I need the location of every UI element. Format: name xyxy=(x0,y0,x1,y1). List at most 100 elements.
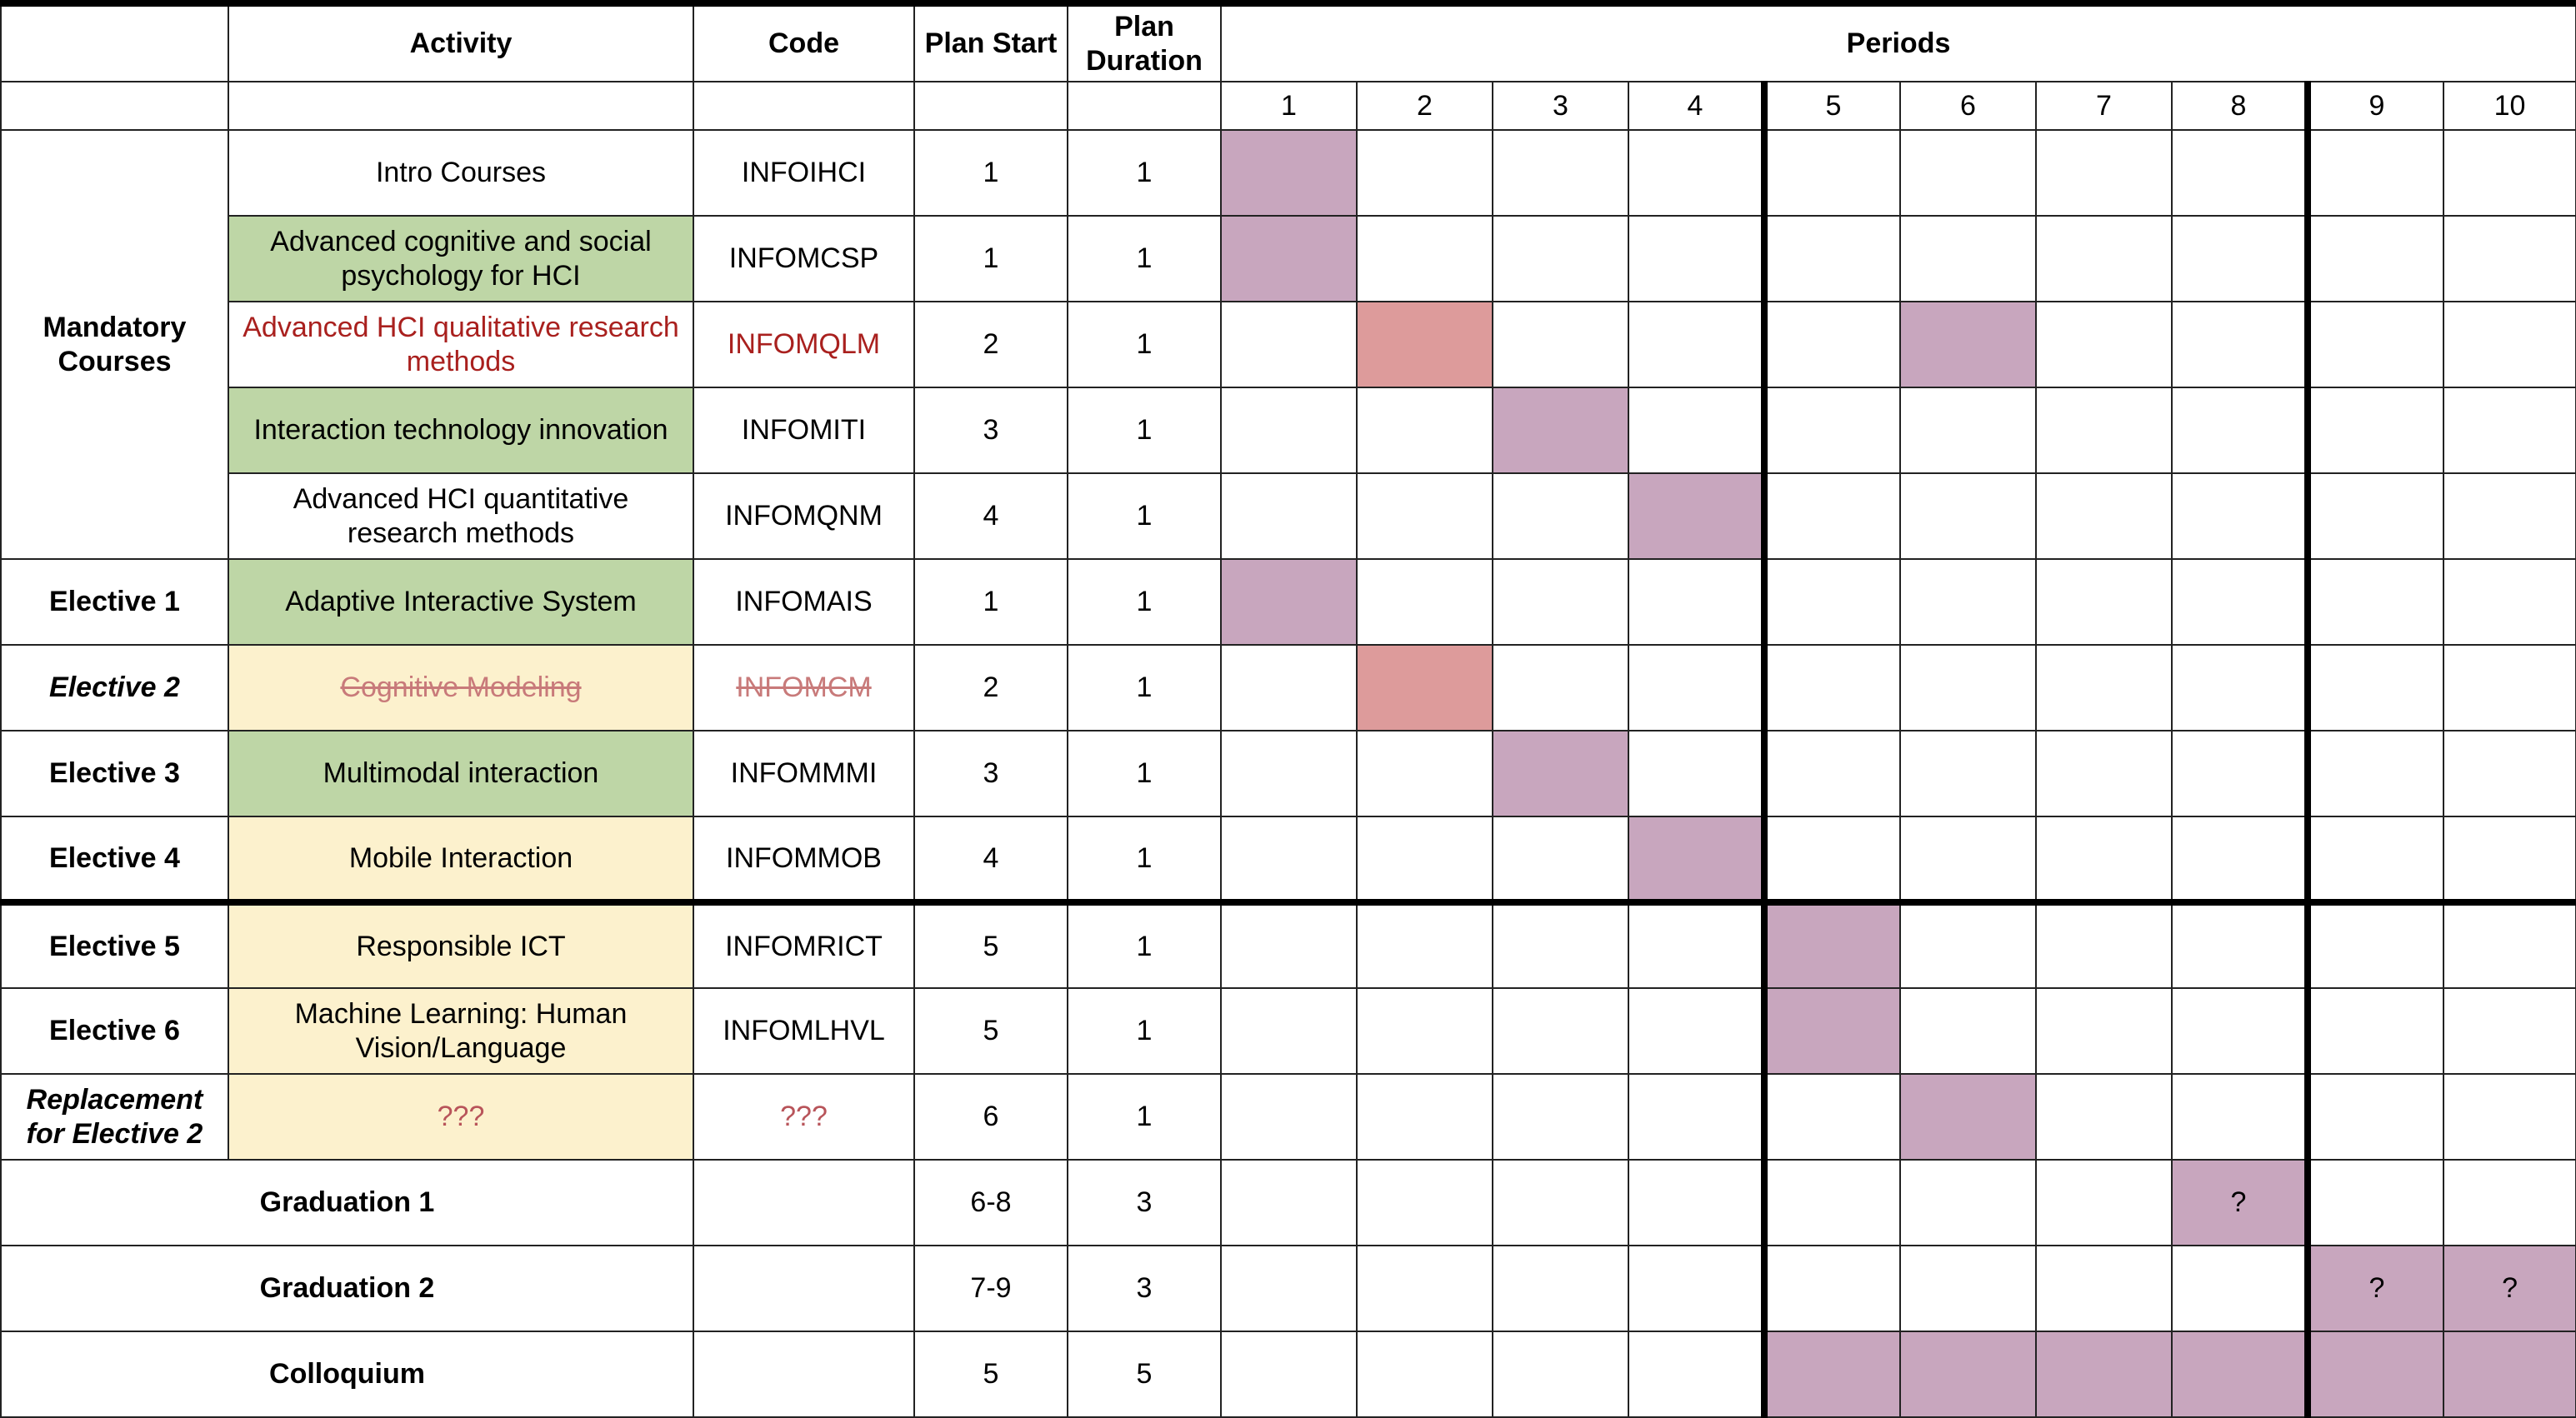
category-elective-2: Elective 2 xyxy=(0,644,229,731)
period-cell-tentative: ? xyxy=(2442,1245,2576,1332)
period-cell xyxy=(1761,644,1901,731)
period-cell-scheduled xyxy=(1761,987,1901,1075)
plan-start-cell: 7-9 xyxy=(913,1245,1068,1332)
plan-start-cell: 5 xyxy=(913,1331,1068,1418)
period-cell xyxy=(1899,730,2037,817)
header-activity: Activity xyxy=(228,0,694,82)
activity-cell: Machine Learning: Human Vision/Language xyxy=(228,987,694,1075)
plan-start-cell: 4 xyxy=(913,816,1068,903)
period-cell xyxy=(1492,215,1629,302)
plan-start-cell: 3 xyxy=(913,387,1068,474)
category-elective-5: Elective 5 xyxy=(0,899,229,989)
period-cell xyxy=(1628,1159,1765,1246)
period-cell xyxy=(2035,816,2173,903)
period-cell xyxy=(1220,816,1358,903)
period-cell xyxy=(1761,730,1901,817)
period-cell xyxy=(1492,301,1629,388)
period-cell xyxy=(1356,558,1493,646)
period-cell xyxy=(1356,1245,1493,1332)
period-cell xyxy=(1628,899,1765,989)
period-cell xyxy=(2035,301,2173,388)
header-periods: Periods xyxy=(1219,0,2576,82)
plan-start-cell: 6 xyxy=(913,1073,1068,1161)
period-number: 10 xyxy=(2442,81,2576,131)
period-cell xyxy=(2442,129,2576,217)
period-cell xyxy=(1899,816,2037,903)
code-cell: INFOMMOB xyxy=(693,816,915,903)
period-row-blank-1 xyxy=(0,81,229,131)
table-row: Interaction technology innovation INFOMI… xyxy=(1,387,2576,474)
plan-duration-cell: 1 xyxy=(1067,215,1222,302)
period-cell xyxy=(1220,1331,1358,1418)
period-cell xyxy=(2035,1245,2173,1332)
period-cell xyxy=(1356,129,1493,217)
period-cell xyxy=(1628,987,1765,1075)
activity-cell: Adaptive Interactive System xyxy=(228,558,694,646)
period-cell xyxy=(2304,558,2444,646)
period-cell xyxy=(1761,1245,1901,1332)
activity-cell: Advanced HCI quantitative research metho… xyxy=(228,472,694,560)
period-cell xyxy=(2304,1159,2444,1246)
category-elective-1: Elective 1 xyxy=(0,558,229,646)
period-cell xyxy=(2035,1073,2173,1161)
period-cell xyxy=(1899,387,2037,474)
period-cell xyxy=(2442,301,2576,388)
period-cell xyxy=(1492,987,1629,1075)
period-row-blank-5 xyxy=(1067,81,1222,131)
period-cell xyxy=(1628,1331,1765,1418)
period-cell xyxy=(2304,129,2444,217)
period-cell xyxy=(1899,472,2037,560)
period-number: 9 xyxy=(2304,81,2444,131)
header-plan-duration-line2: Duration xyxy=(1086,44,1203,77)
period-cell xyxy=(2171,558,2308,646)
period-cell xyxy=(2035,558,2173,646)
table-row: Advanced HCI quantitative research metho… xyxy=(1,472,2576,560)
plan-start-cell: 1 xyxy=(913,129,1068,217)
period-cell xyxy=(1492,816,1629,903)
plan-duration-cell: 1 xyxy=(1067,1073,1222,1161)
period-cell-scheduled xyxy=(1492,730,1629,817)
period-cell xyxy=(2035,730,2173,817)
period-cell-tentative: ? xyxy=(2304,1245,2444,1332)
period-cell-scheduled xyxy=(1899,1331,2037,1418)
activity-cell: Advanced HCI qualitative research method… xyxy=(228,301,694,388)
period-cell xyxy=(1899,987,2037,1075)
period-cell xyxy=(1899,1159,2037,1246)
period-cell xyxy=(2035,644,2173,731)
period-cell xyxy=(1899,644,2037,731)
period-cell xyxy=(1492,1245,1629,1332)
period-cell xyxy=(1492,1331,1629,1418)
period-cell xyxy=(1220,987,1358,1075)
period-row-blank-2 xyxy=(228,81,694,131)
period-cell-scheduled xyxy=(1628,816,1765,903)
code-cell: ??? xyxy=(693,1073,915,1161)
period-cell-scheduled xyxy=(2442,1331,2576,1418)
plan-duration-cell: 1 xyxy=(1067,387,1222,474)
activity-cell-colloquium: Colloquium xyxy=(0,1331,694,1418)
table-row: Elective 3 Multimodal interaction INFOMM… xyxy=(0,730,2576,817)
period-number-row: 1 2 3 4 5 6 7 8 9 10 xyxy=(0,81,2576,131)
table-row: Advanced HCI qualitative research method… xyxy=(1,301,2576,388)
category-label-line1: Mandatory xyxy=(43,312,187,344)
plan-start-cell: 5 xyxy=(913,987,1068,1075)
period-cell xyxy=(2171,301,2308,388)
activity-cell: Multimodal interaction xyxy=(228,730,694,817)
period-cell xyxy=(2304,730,2444,817)
category-elective-3: Elective 3 xyxy=(0,730,229,817)
code-cell: INFOMITI xyxy=(693,387,915,474)
period-number: 5 xyxy=(1761,81,1901,131)
period-cell xyxy=(1356,816,1493,903)
plan-duration-cell: 1 xyxy=(1067,644,1222,731)
period-cell xyxy=(2171,987,2308,1075)
activity-cell: Mobile Interaction xyxy=(228,816,694,903)
plan-start-cell: 2 xyxy=(913,301,1068,388)
period-cell-scheduled xyxy=(1220,129,1358,217)
period-cell xyxy=(2442,644,2576,731)
period-cell xyxy=(2171,1245,2308,1332)
header-plan-start: Plan Start xyxy=(913,0,1068,82)
period-cell xyxy=(2304,1073,2444,1161)
period-cell-scheduled xyxy=(1899,1073,2037,1161)
code-cell xyxy=(693,1245,915,1332)
